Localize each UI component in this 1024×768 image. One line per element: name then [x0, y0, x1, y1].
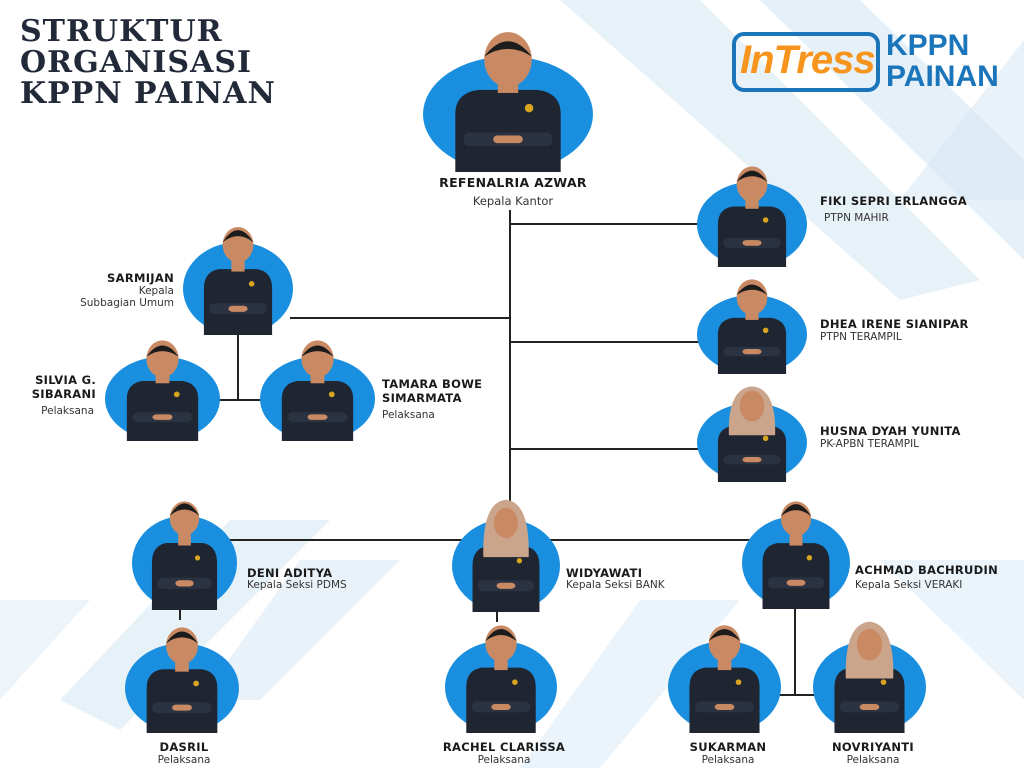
person-role: Kepala Seksi BANK: [566, 579, 665, 591]
photo-dasril: [125, 615, 239, 733]
person-role: Pelaksana: [41, 405, 94, 417]
portrait-dasril: [125, 627, 239, 733]
intress-kppn-logo: InTress KPPN PAINAN: [730, 26, 1010, 100]
photo-rachel: [445, 612, 557, 733]
portrait-body: [126, 381, 199, 441]
photo-tamara: [260, 330, 375, 441]
title-line: ORGANISASI: [20, 45, 253, 80]
photo-silvia: [105, 330, 220, 441]
portrait-fiki: [697, 166, 807, 267]
title-line: STRUKTUR: [20, 14, 223, 49]
portrait-body: [146, 669, 218, 733]
logo-org-line: PAINAN: [886, 60, 999, 93]
person-name: RACHEL CLARISSA: [442, 740, 566, 754]
photo-head: [423, 20, 593, 173]
photo-novriyanti: [813, 612, 926, 733]
portrait-body: [717, 317, 787, 374]
person-role: Pelaksana: [846, 754, 900, 766]
person-role: PTPN MAHIR: [824, 212, 889, 224]
portrait-body: [762, 543, 830, 609]
portrait-widyawati: [452, 499, 560, 612]
portrait-body: [466, 667, 536, 733]
title-line: KPPN PAINAN: [20, 76, 276, 111]
person-name: HUSNA DYAH YUNITA: [820, 424, 961, 438]
portrait-silvia: [105, 340, 220, 441]
logo-frame: [732, 32, 880, 92]
portrait-body: [834, 667, 905, 733]
portrait-body: [472, 546, 540, 612]
person-name: NOVRIYANTI: [831, 740, 914, 754]
portrait-body: [689, 667, 760, 733]
person-name: ACHMAD BACHRUDIN: [855, 563, 999, 577]
person-name: FIKI SEPRI ERLANGGA: [820, 194, 968, 208]
portrait-rachel: [445, 625, 557, 733]
person-role: Pelaksana: [477, 754, 531, 766]
photo-fiki: [697, 155, 807, 267]
photo-widyawati: [452, 490, 560, 612]
portrait-dhea: [697, 279, 807, 374]
person-role: Pelaksana: [157, 754, 211, 766]
portrait-husna: [697, 386, 807, 482]
person-name: WIDYAWATI: [566, 566, 643, 580]
photo-deni: [132, 486, 237, 610]
person-role: Kepala Seksi PDMS: [247, 579, 347, 591]
person-name: DASRIL: [159, 740, 209, 754]
portrait-deni: [132, 501, 237, 610]
photo-dhea: [697, 270, 807, 374]
person-role: Pelaksana: [382, 409, 435, 421]
portrait-body: [151, 543, 218, 610]
person-role: Kepala Seksi VERAKI: [855, 579, 963, 591]
portrait-head: [423, 32, 593, 173]
person-name: SIMARMATA: [382, 391, 462, 405]
portrait-novriyanti: [813, 621, 926, 733]
portrait-sukarman: [668, 625, 781, 733]
person-name: DENI ADITYA: [247, 566, 333, 580]
person-name: REFENALRIA AZWAR: [439, 175, 587, 190]
person-name: SARMIJAN: [107, 271, 174, 285]
logo-org-name: KPPN PAINAN: [886, 30, 999, 92]
person-role: Subbagian Umum: [80, 297, 174, 309]
person-name: SUKARMAN: [689, 740, 767, 754]
person-name: TAMARA BOWE: [382, 377, 483, 391]
portrait-tamara: [260, 340, 375, 441]
portrait-body: [717, 425, 787, 482]
person-role: PK-APBN TERAMPIL: [820, 438, 920, 450]
person-name: SILVIA G.: [35, 373, 96, 387]
portrait-achmad: [742, 501, 850, 609]
portrait-body: [717, 206, 787, 267]
portrait-sarmijan: [183, 227, 293, 335]
photo-achmad: [742, 487, 850, 609]
page-title: STRUKTUR ORGANISASI KPPN PAINAN: [20, 16, 276, 109]
logo-wordmark: InTress: [740, 38, 876, 82]
person-role: PTPN TERAMPIL: [820, 331, 902, 343]
portrait-body: [455, 89, 561, 172]
person-role: Pelaksana: [701, 754, 755, 766]
logo-org-line: KPPN: [886, 29, 970, 62]
person-role: Kepala: [138, 285, 174, 297]
portrait-body: [203, 269, 273, 335]
photo-sukarman: [668, 612, 781, 733]
person-name: SIBARANI: [31, 387, 96, 401]
person-role: Kepala Kantor: [472, 194, 554, 208]
portrait-body: [281, 381, 354, 441]
person-name: DHEA IRENE SIANIPAR: [820, 317, 969, 331]
photo-husna: [697, 378, 807, 482]
photo-sarmijan: [183, 213, 293, 335]
